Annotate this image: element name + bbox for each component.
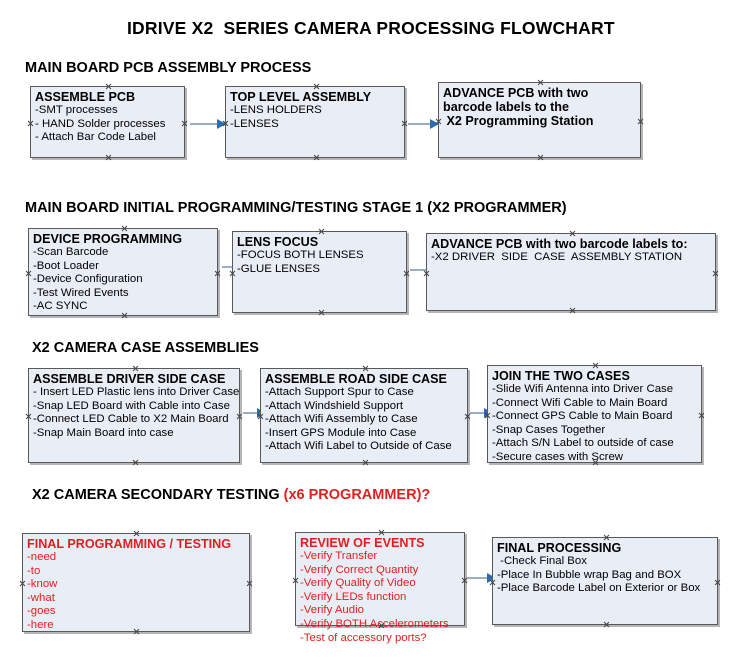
box-advance-pcb-driver-case[interactable]: ADVANCE PCB with two barcode labels to: … bbox=[426, 233, 716, 311]
section-heading-1: MAIN BOARD PCB ASSEMBLY PROCESS bbox=[25, 60, 312, 76]
box-assemble-driver-side-case[interactable]: ASSEMBLE DRIVER SIDE CASE - Insert LED P… bbox=[28, 368, 240, 463]
box-line: - Insert LED Plastic lens into Driver Ca… bbox=[33, 386, 240, 398]
box-line: -Test Wired Events bbox=[33, 286, 129, 299]
box-title: LENS FOCUS bbox=[237, 235, 319, 249]
box-line: -Slide Wifi Antenna into Driver Case bbox=[492, 383, 674, 395]
box-line: -Snap Main Board into case bbox=[33, 426, 174, 439]
box-line: -Attach S/N Label to outside of case bbox=[492, 437, 674, 450]
box-line: -to bbox=[27, 564, 41, 577]
handle-x-icon bbox=[537, 154, 544, 161]
box-line: -Boot Loader bbox=[33, 259, 99, 272]
box-line: barcode labels to the bbox=[443, 100, 569, 114]
box-title: DEVICE PROGRAMMING bbox=[33, 232, 183, 246]
box-line: -here bbox=[27, 618, 54, 631]
box-review-of-events[interactable]: REVIEW OF EVENTS -Verify Transfer -Verif… bbox=[295, 532, 465, 644]
box-line: -Verify Audio bbox=[300, 604, 364, 617]
box-final-processing[interactable]: FINAL PROCESSING -Check Final Box -Place… bbox=[492, 537, 718, 625]
box-line: -goes bbox=[27, 605, 56, 618]
connector-arrow bbox=[467, 573, 496, 583]
box-advance-pcb-programming-station[interactable]: ADVANCE PCB with two barcode labels to t… bbox=[438, 82, 641, 158]
box-line: -FOCUS BOTH LENSES bbox=[237, 249, 364, 261]
box-line: -SMT processes bbox=[35, 104, 118, 116]
box-title: ASSEMBLE ROAD SIDE CASE bbox=[265, 372, 447, 386]
box-line: -Attach Support Spur to Case bbox=[265, 386, 414, 398]
handle-x-icon bbox=[569, 307, 576, 314]
box-line: X2 Programming Station bbox=[443, 114, 594, 128]
handle-x-icon bbox=[105, 154, 112, 161]
box-line: -Secure cases with Screw bbox=[492, 450, 624, 463]
box-line: -Verify LEDs function bbox=[300, 590, 407, 603]
box-line: -Snap Cases Together bbox=[492, 423, 606, 436]
box-line: -Connect Wifi Cable to Main Board bbox=[492, 396, 668, 409]
handle-x-icon bbox=[423, 270, 430, 277]
box-line: -Scan Barcode bbox=[33, 246, 109, 258]
connector-arrow bbox=[190, 119, 226, 129]
box-line: -Insert GPS Module into Case bbox=[265, 426, 417, 439]
box-line: -Place Barcode Label on Exterior or Box bbox=[497, 582, 701, 595]
box-title: REVIEW OF EVENTS bbox=[300, 536, 425, 550]
box-title: ASSEMBLE DRIVER SIDE CASE bbox=[33, 372, 226, 386]
handle-x-icon bbox=[362, 459, 369, 466]
box-line: -GLUE LENSES bbox=[237, 262, 320, 275]
section-heading-4-text: X2 CAMERA SECONDARY TESTING bbox=[32, 487, 284, 503]
box-title: FINAL PROCESSING bbox=[497, 541, 622, 555]
section-heading-2: MAIN BOARD INITIAL PROGRAMMING/TESTING S… bbox=[25, 200, 567, 216]
box-title: ADVANCE PCB with two barcode labels to: bbox=[431, 237, 688, 251]
connector-arrow bbox=[408, 119, 439, 129]
box-line-overflow: -Test of accessory ports? bbox=[300, 631, 427, 644]
box-line: -need bbox=[27, 551, 57, 563]
box-line: -Check Final Box bbox=[497, 555, 587, 567]
box-line: -Attach Windshield Support bbox=[265, 399, 404, 412]
box-line: -AC SYNC bbox=[33, 300, 88, 313]
box-line: -Snap LED Board with Cable into Case bbox=[33, 399, 230, 412]
box-line: -LENS HOLDERS bbox=[230, 104, 322, 116]
box-line: -Verify Correct Quantity bbox=[300, 563, 419, 576]
box-line: -LENSES bbox=[230, 117, 279, 130]
box-line: -Verify BOTH Accelerometers bbox=[300, 617, 449, 630]
handle-x-icon bbox=[132, 459, 139, 466]
box-title: TOP LEVEL ASSEMBLY bbox=[230, 90, 372, 104]
box-assemble-pcb[interactable]: ASSEMBLE PCB -SMT processes - HAND Solde… bbox=[30, 86, 185, 158]
box-line: -Attach Wifi Label to Outside of Case bbox=[265, 440, 452, 453]
handle-x-icon bbox=[313, 154, 320, 161]
box-title: FINAL PROGRAMMING / TESTING bbox=[27, 537, 232, 551]
box-line: -Attach Wifi Assembly to Case bbox=[265, 413, 418, 426]
box-top-level-assembly[interactable]: TOP LEVEL ASSEMBLY -LENS HOLDERS -LENSES bbox=[225, 86, 405, 158]
box-line: -Place In Bubble wrap Bag and BOX bbox=[497, 568, 682, 581]
box-title: ADVANCE PCB with two bbox=[443, 86, 589, 100]
box-line: -Device Configuration bbox=[33, 273, 143, 286]
box-line: -know bbox=[27, 578, 58, 591]
handle-x-icon bbox=[603, 621, 610, 628]
box-final-programming-testing[interactable]: FINAL PROGRAMMING / TESTING -need -to -k… bbox=[22, 533, 250, 632]
box-line: -Verify Quality of Video bbox=[300, 577, 416, 590]
handle-x-icon bbox=[712, 270, 719, 277]
box-title: ASSEMBLE PCB bbox=[35, 90, 136, 104]
page-title: IDRIVE X2 SERIES CAMERA PROCESSING FLOWC… bbox=[127, 18, 615, 38]
section-heading-4-accent: (x6 PROGRAMMER)? bbox=[283, 487, 431, 503]
box-join-the-two-cases[interactable]: JOIN THE TWO CASES -Slide Wifi Antenna i… bbox=[487, 365, 702, 463]
box-line: - HAND Solder processes bbox=[35, 117, 166, 130]
box-line: - Attach Bar Code Label bbox=[35, 131, 156, 144]
box-line: -what bbox=[27, 591, 55, 604]
box-line: -X2 DRIVER SIDE CASE ASSEMBLY STATION bbox=[431, 251, 683, 263]
box-lens-focus[interactable]: LENS FOCUS -FOCUS BOTH LENSES -GLUE LENS… bbox=[232, 231, 407, 313]
box-assemble-road-side-case[interactable]: ASSEMBLE ROAD SIDE CASE -Attach Support … bbox=[260, 368, 468, 463]
box-line: -Connect GPS Cable to Main Board bbox=[492, 410, 673, 423]
handle-x-icon bbox=[318, 309, 325, 316]
box-line: -Verify Transfer bbox=[300, 550, 378, 562]
section-heading-4: X2 CAMERA SECONDARY TESTING (x6 PROGRAMM… bbox=[32, 487, 430, 503]
box-device-programming[interactable]: DEVICE PROGRAMMING -Scan Barcode -Boot L… bbox=[28, 228, 218, 316]
section-heading-3: X2 CAMERA CASE ASSEMBLIES bbox=[32, 340, 259, 356]
box-title: JOIN THE TWO CASES bbox=[492, 369, 630, 383]
box-line: -Connect LED Cable to X2 Main Board bbox=[33, 413, 229, 426]
